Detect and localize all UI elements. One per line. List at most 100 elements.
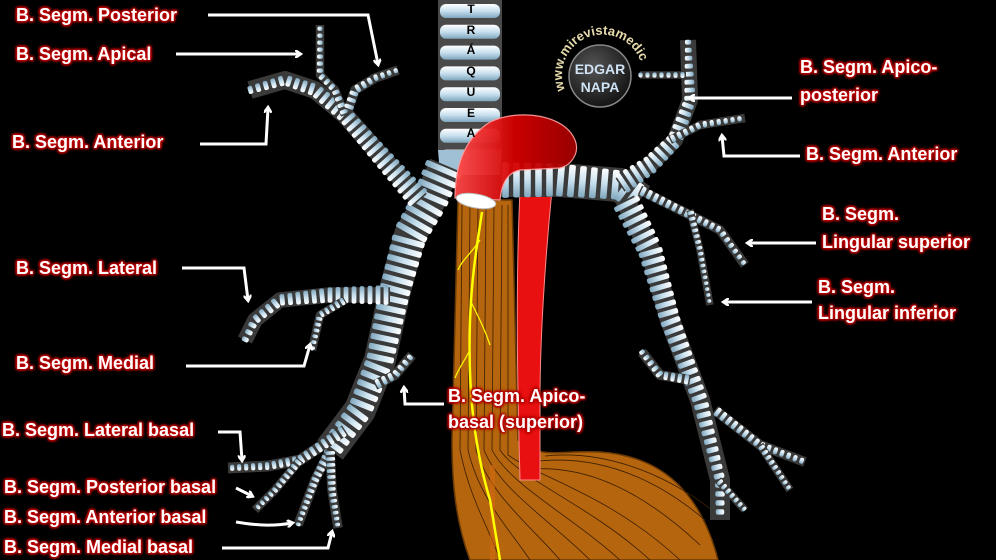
bronchus-cartilage-ring [334,96,343,102]
bronchus-cartilage-ring [357,379,383,394]
bronchus-cartilage-ring [339,297,346,306]
bronchus-cartilage-ring [740,260,746,266]
bronchus-cartilage-ring [374,313,404,325]
bronchus-cartilage-ring [622,169,638,188]
bronchus-cartilage-ring [689,125,695,133]
bronchus-cartilage-ring [715,225,721,233]
bronchus-cartilage-ring [396,221,428,243]
bronchus-cartilage-ring [666,72,671,78]
trachea-cartilage-ring [440,66,500,81]
bronchus-cartilage-ring [255,83,262,93]
arrow-anterior-right [200,108,268,146]
pointer-arrows [176,13,816,550]
arrow-posterior [208,13,378,64]
left-lateral-basal-bronchus [711,406,807,467]
bronchus-cartilage-ring [328,487,336,491]
bronchus-cartilage-ring [655,299,677,310]
bronchus-cartilage-ring [701,269,707,274]
trachea [438,0,502,175]
label-medial-basal-segment: B. Segm. Medial basal [4,537,194,557]
bronchus-cartilage-ring [677,206,684,215]
bronchus-cartilage-ring [262,80,269,91]
bronchus-cartilage-ring [380,72,385,79]
bronchus-cartilage-ring [250,463,256,471]
bronchus-cartilage-ring [324,307,330,315]
bronchus-cartilage-ring [359,286,365,304]
bronchus-cartilage-ring [588,167,598,199]
bronchus-cartilage-ring [655,370,663,378]
trachea-cartilage-ring [440,4,500,18]
bronchus-cartilage-ring [660,316,681,328]
bronchus-cartilage-ring [737,116,742,122]
bronchus-cartilage-ring [729,493,735,499]
bronchus-cartilage-ring [383,285,389,305]
bronchus-cartilage-ring [680,72,685,78]
posterior-segment-bronchus [343,65,400,112]
bronchus-cartilage-ring [353,388,379,403]
bronchus-cartilage-ring [360,81,367,89]
bronchus-cartilage-ring [721,483,727,490]
label-apicoposterior-line2: posterior [800,85,879,105]
bronchus-cartilage-ring [294,459,302,466]
bronchus-cartilage-ring [719,412,728,421]
bronchus-cartilage-ring [671,203,678,212]
arrow-medial-basal [222,532,332,550]
bronchus-cartilage-ring [354,84,362,93]
bronchus-cartilage-ring [316,465,325,472]
bronchus-cartilage-ring [614,196,640,212]
bronchus-cartilage-ring [701,428,715,437]
bronchus-cartilage-ring [690,222,697,227]
lingular-inferior-bronchus [686,209,714,306]
bronchus-cartilage-ring [230,464,235,471]
bronchus-cartilage-ring [329,304,335,312]
bronchus-cartilage-ring [768,459,775,465]
bronchus-cartilage-ring [271,298,280,309]
bronchus-cartilage-ring [684,39,692,45]
anterior-segment-left-bronchus [668,113,746,144]
bronchus-cartilage-ring [382,159,400,175]
bronchus-cartilage-ring [277,75,285,87]
bronchus-cartilage-ring [733,497,739,503]
bronchus-cartilage-ring [332,89,340,95]
trachea-cartilage-ring [440,108,500,122]
bronchus-cartilage-ring [312,334,318,339]
trachea-cartilage-ring [440,45,500,60]
bronchus-cartilage-ring [397,364,405,372]
bronchus-cartilage-ring [663,371,669,381]
bronchus-cartilage-ring [367,285,373,305]
bronchus-cartilage-ring [389,244,422,258]
bronchus-cartilage-ring [300,80,308,93]
bronchus-cartilage-ring [327,481,336,485]
bronchus-cartilage-ring [366,141,383,157]
posterior-basal-bronchus [251,457,304,514]
bronchus-cartilage-ring [264,495,270,501]
right-upper-lobe-bronchus [247,71,427,206]
bronchus-cartilage-ring [270,78,277,89]
bronchus-cartilage-ring [646,190,653,200]
esophagus [451,199,719,560]
bronchus-cartilage-ring [319,310,325,318]
bronchus-cartilage-ring [635,236,659,252]
bronchus-cartilage-ring [688,216,696,221]
arrow-apicobasal [404,388,444,406]
bronchus-cartilage-ring [349,90,359,97]
bronchus-cartilage-ring [652,290,674,301]
bronchus-cartilage-ring [386,70,392,76]
bronchus-cartilage-ring [696,245,703,250]
bronchus-cartilage-ring [307,488,315,494]
left-anterior-basal-bronchus [715,477,748,513]
bronchus-cartilage-ring [665,199,672,209]
bronchus-cartilage-ring [402,359,409,366]
bronchus-cartilage-ring [421,169,457,189]
bronchus-cartilage-ring [303,499,310,505]
bronchus-cartilage-ring [707,299,712,303]
bronchus-cartilage-ring [264,462,270,470]
bronchus-cartilage-ring [646,273,670,284]
bronchus-cartilage-ring [303,290,309,305]
label-lingular-inferior-line1: B. Segm. [818,277,896,297]
bronchus-cartilage-ring [323,78,330,85]
bronchus-cartilage-ring [259,500,265,506]
bronchus-cartilage-ring [375,285,381,305]
